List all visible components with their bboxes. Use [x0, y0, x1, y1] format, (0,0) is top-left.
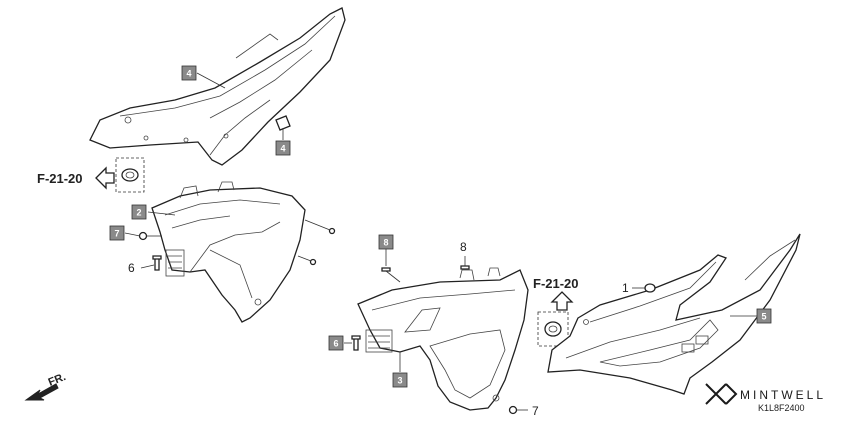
- callout-2[interactable]: 2: [131, 204, 147, 220]
- callout-3[interactable]: 3: [392, 372, 408, 388]
- part-4-clip[interactable]: [275, 115, 291, 131]
- svg-text:8: 8: [383, 238, 388, 248]
- reference-label-right[interactable]: F-21-20: [533, 276, 579, 291]
- callout-4-clip[interactable]: 4: [275, 140, 291, 156]
- screw-7-left[interactable]: [138, 231, 163, 241]
- part-2-inner-panel-left[interactable]: [151, 181, 306, 323]
- svg-text:5: 5: [761, 312, 766, 322]
- screw-lower-right-of-part2[interactable]: [297, 255, 317, 266]
- watermark-brand: MINTWELL: [740, 388, 826, 402]
- part-5-side-cover-right[interactable]: [547, 233, 801, 395]
- diagram-code: K1L8F2400: [758, 403, 805, 413]
- grommet-reference-box-left: [115, 157, 145, 193]
- callout-6-center[interactable]: 6: [328, 335, 344, 351]
- callout-7-bottom[interactable]: 7: [532, 404, 539, 418]
- part-3-inner-panel-right[interactable]: [357, 267, 529, 411]
- screw-8-box[interactable]: [381, 267, 401, 283]
- svg-text:4: 4: [280, 144, 285, 154]
- reference-arrow-left-icon: [95, 166, 115, 190]
- callout-1[interactable]: 1: [622, 281, 629, 295]
- reference-label-left[interactable]: F-21-20: [37, 171, 83, 186]
- svg-text:2: 2: [136, 208, 141, 218]
- screw-7-bottom[interactable]: [508, 405, 529, 415]
- svg-text:6: 6: [333, 339, 338, 349]
- grommet-reference-box-right: [537, 311, 569, 347]
- callout-4-top[interactable]: 4: [181, 65, 197, 81]
- callout-7-left[interactable]: 7: [109, 225, 125, 241]
- mintwell-logo-icon: [705, 383, 738, 405]
- svg-text:4: 4: [186, 69, 191, 79]
- screw-upper-right-of-part2[interactable]: [304, 219, 336, 235]
- reference-arrow-up-icon: [550, 291, 574, 311]
- svg-text:3: 3: [397, 376, 402, 386]
- front-direction-label: FR.: [47, 371, 68, 389]
- callout-8-plain[interactable]: 8: [460, 240, 467, 254]
- screw-6-center[interactable]: [351, 335, 361, 351]
- callout-8-box[interactable]: 8: [378, 234, 394, 250]
- part-4-side-cover-upper[interactable]: [89, 7, 346, 166]
- callout-6-left[interactable]: 6: [128, 261, 135, 275]
- front-direction-arrow-icon: [24, 383, 59, 401]
- callout-5[interactable]: 5: [756, 308, 772, 324]
- screw-8-plain[interactable]: [460, 256, 470, 270]
- svg-text:7: 7: [114, 229, 119, 239]
- screw-6-left[interactable]: [152, 255, 162, 271]
- grommet-1[interactable]: [632, 283, 656, 293]
